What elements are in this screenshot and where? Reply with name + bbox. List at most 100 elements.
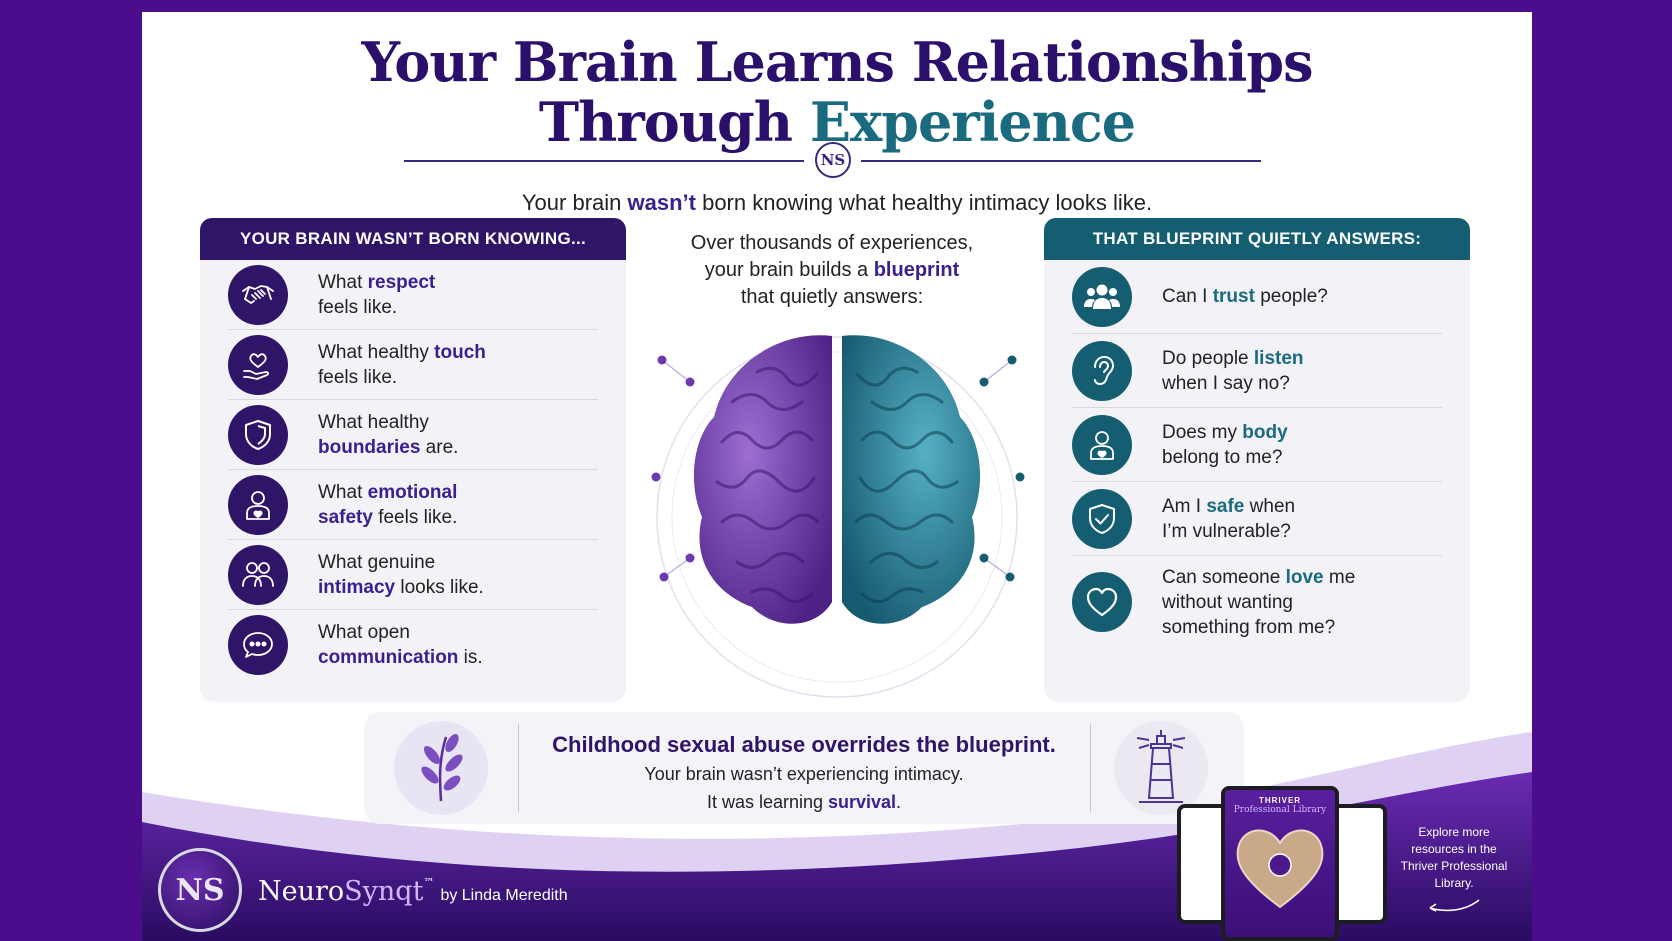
item-text-part: What genuine [318,551,436,573]
item-line-1: What healthy [318,410,458,435]
list-item: Can I trust people? [1072,260,1442,334]
item-line-2: I’m vulnerable? [1162,519,1295,544]
leaf-icon [394,721,488,815]
banner-divider-right [1090,724,1091,812]
item-text-part: feels like. [318,296,398,318]
item-text-part: Do people [1162,347,1254,369]
center-line-2-pre: your brain builds a [704,259,874,281]
item-line-1: Am I safe when [1162,494,1295,519]
title-line-2-text: Through [538,90,810,154]
item-text-part: I’m vulnerable? [1162,520,1291,542]
item-line-2: feels like. [318,365,486,390]
explore-library-link[interactable]: Explore more resources in the Thriver Pr… [1392,824,1516,921]
banner-line-2-post: . [896,792,902,812]
center-line-2: your brain builds a blueprint [622,257,1042,284]
item-line-3: something from me? [1162,616,1336,638]
item-line-2: belong to me? [1162,445,1288,470]
people-icon [228,544,288,605]
item-text-part: belong to me? [1162,446,1283,468]
item-text-part: What healthy [318,341,435,363]
highlight-word: trust [1212,286,1255,307]
item-text-part: Can someone [1162,566,1286,588]
item-line-2: intimacy looks like. [318,575,484,600]
group-icon [1072,266,1132,327]
item-text-part: feels like. [372,506,458,528]
banner-line-2: It was learning survival. [504,792,1104,813]
tablet-subtitle: Professional Library [1233,805,1327,815]
page-title: Your Brain Learns Relationships Through … [142,32,1532,152]
curved-arrow-icon [1429,899,1480,912]
library-tablets[interactable]: THRIVER Professional Library [1177,786,1387,941]
title-divider-left [404,160,804,162]
item-line-2: without wanting [1162,590,1355,615]
banner-survival-word: survival [828,792,897,812]
heart-icon [1072,572,1132,632]
left-panel: YOUR BRAIN WASN’T BORN KNOWING... What r… [200,218,626,702]
item-text-part: What [318,271,368,293]
ear-icon [1072,340,1132,401]
brand-neuro: Neuro [258,876,345,907]
right-panel: THAT BLUEPRINT QUIETLY ANSWERS: Can I tr… [1044,218,1470,702]
title-accent-word: Experience [809,90,1136,154]
center-line-1: Over thousands of experiences, [690,232,974,254]
item-line-1: What emotional [318,480,457,505]
highlight-word: listen [1253,347,1304,369]
item-text-part: What healthy [318,411,429,433]
tablet-main: THRIVER Professional Library [1221,786,1339,941]
subtitle: Your brain wasn’t born knowing what heal… [142,190,1532,216]
highlight-word: love [1285,566,1324,588]
item-text-part: is. [458,647,483,668]
neurosynqt-logo: NS [158,848,242,932]
right-panel-heading: THAT BLUEPRINT QUIETLY ANSWERS: [1044,218,1470,260]
item-text-part: Does my [1162,421,1243,443]
banner-line-1: Your brain wasn’t experiencing intimacy. [644,764,964,784]
list-item-text: Can I trust people? [1162,284,1328,309]
highlight-word: intimacy [318,576,396,598]
highlight-word: safety [318,506,373,528]
item-line-1: What open [318,620,483,645]
left-panel-heading: YOUR BRAIN WASN’T BORN KNOWING... [200,218,626,260]
item-line-1: Can someone love me [1162,565,1355,590]
chat-bubble-icon [228,615,288,675]
item-line-2: boundaries are. [318,435,458,460]
item-text-part: without wanting [1162,591,1293,613]
item-text-part: people? [1254,286,1328,307]
highlight-word: communication [318,647,459,668]
item-line-1: Do people listen [1162,346,1304,371]
ns-logo-badge: NS [815,142,851,178]
item-text-part: What [318,481,368,503]
shield-check-icon [1072,488,1132,549]
brand-synqt: Synqt [344,876,424,907]
item-text-part: Am I [1162,495,1207,517]
item-line-2: feels like. [318,295,435,320]
brain-illustration [632,332,1042,702]
person-heart-icon [1072,414,1132,475]
explore-text: Explore more resources in the Thriver Pr… [1400,825,1508,890]
item-line-1: What healthy touch [318,340,486,365]
highlight-word: touch [434,341,486,363]
item-line-1: What genuine [318,550,484,575]
shield-icon [228,404,288,465]
subtitle-pre: Your brain [521,190,628,215]
item-text-part: are. [420,436,459,458]
item-line-2: communication is. [318,645,483,670]
brand-byline: by Linda Meredith [440,887,568,904]
subtitle-bold: wasn’t [627,190,696,215]
